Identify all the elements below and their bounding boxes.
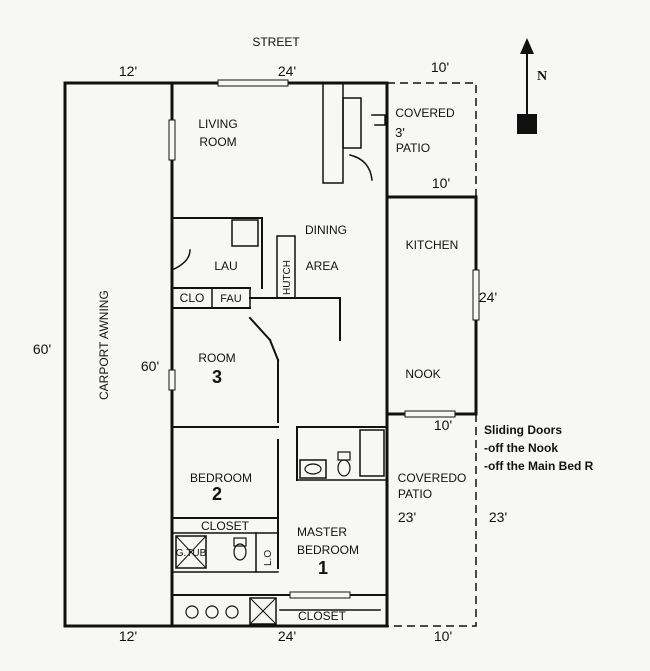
lau-label: LAU <box>214 259 237 273</box>
living-room-label-1: LIVING <box>198 117 237 131</box>
closet-lower-label: CLOSET <box>298 609 347 623</box>
living-room-label-2: ROOM <box>199 135 236 149</box>
kitchen-label: KITCHEN <box>406 238 459 252</box>
dining-label-2: AREA <box>306 259 339 273</box>
dim-top-mid: 24' <box>278 63 296 79</box>
dining-label-1: DINING <box>305 223 347 237</box>
dim-bottom-mid: 24' <box>278 628 296 644</box>
sliding-doors-note-2: -off the Nook <box>484 441 558 455</box>
windows <box>168 79 480 599</box>
covered-patio-bottom-2: PATIO <box>398 487 432 501</box>
street-label: STREET <box>252 35 300 49</box>
dim-patio-left: 23' <box>398 509 416 525</box>
dim-top-left: 12' <box>119 63 137 79</box>
master-label-1: MASTER <box>297 525 347 539</box>
dim-patio-right: 23' <box>489 509 507 525</box>
dim-top-right: 10' <box>431 59 449 75</box>
covered-patio-top-1: COVERED <box>395 106 455 120</box>
dim-left-side: 60' <box>33 341 51 357</box>
room3-label: ROOM <box>198 351 235 365</box>
bedroom2-label: BEDROOM <box>190 471 252 485</box>
dim-nook-bottom: 10' <box>434 417 452 433</box>
covered-patio-top-2: 3' <box>395 125 405 140</box>
carport-label: CARPORT AWNING <box>97 290 111 400</box>
covered-patio-bottom-1: COVEREDO <box>398 471 467 485</box>
walls <box>63 81 478 628</box>
dim-patio-inner-top: 10' <box>432 175 450 191</box>
dim-inner-left: 60' <box>141 358 159 374</box>
north-arrow-icon <box>517 38 537 134</box>
patio-outlines <box>387 82 477 627</box>
covered-patio-top-3: PATIO <box>396 141 430 155</box>
sliding-doors-note-3: -off the Main Bed R <box>484 459 594 473</box>
dim-bottom-right: 10' <box>434 628 452 644</box>
room3-number: 3 <box>212 367 222 387</box>
dim-kitchen-side: 24' <box>479 289 497 305</box>
master-label-2: BEDROOM <box>297 543 359 557</box>
sliding-doors-note-1: Sliding Doors <box>484 423 562 437</box>
closet-upper-label: CLOSET <box>201 519 250 533</box>
clo-label: CLO <box>180 291 205 305</box>
nook-label: NOOK <box>405 367 440 381</box>
fau-label: FAU <box>220 293 241 305</box>
hutch-label: HUTCH <box>282 260 293 295</box>
north-label: N <box>537 69 547 84</box>
bedroom2-number: 2 <box>212 484 222 504</box>
dim-bottom-left: 12' <box>119 628 137 644</box>
gtub-label: G.TUB <box>176 548 207 559</box>
lo-label: L.O <box>263 550 274 566</box>
master-number: 1 <box>318 558 328 578</box>
